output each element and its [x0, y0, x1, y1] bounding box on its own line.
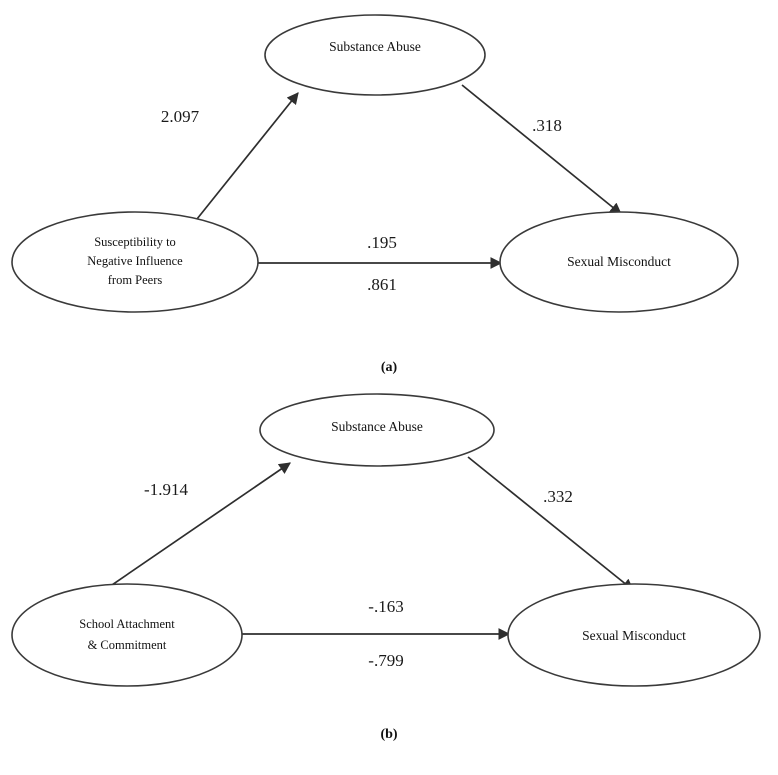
node-label-sexual-misconduct: Sexual Misconduct [582, 628, 686, 643]
node-label-substance-abuse: Substance Abuse [331, 419, 423, 434]
node-label-line2: & Commitment [88, 638, 167, 652]
node-ellipse [507, 583, 761, 687]
node-label-substance-abuse: Substance Abuse [329, 39, 421, 54]
node-label-line1: School Attachment [79, 617, 175, 631]
node-ellipse [11, 211, 259, 313]
node-ellipse [259, 393, 495, 467]
panel-caption-a: (a) [380, 360, 398, 375]
path-diagram-panel-b: Substance Abuse School Attachment & Comm… [11, 393, 761, 687]
node-ellipse [11, 583, 243, 687]
edge-label-direct-above: .195 [367, 233, 397, 252]
edge-label-predictor-to-mediator: -1.914 [144, 480, 188, 499]
node-substance-abuse-a[interactable]: Substance Abuse [264, 14, 486, 96]
node-susceptibility-peers-a[interactable]: Susceptibility to Negative Influence fro… [11, 211, 259, 313]
node-ellipse [264, 14, 486, 96]
edge-predictor-to-mediator [89, 462, 291, 601]
node-label-line3: from Peers [108, 273, 163, 287]
edge-label-direct-below: .861 [367, 275, 397, 294]
path-diagram-panel-a: Substance Abuse Susceptibility to Negati… [11, 14, 739, 313]
node-substance-abuse-b[interactable]: Substance Abuse [259, 393, 495, 467]
node-sexual-misconduct-a[interactable]: Sexual Misconduct [499, 211, 739, 313]
edge-label-mediator-to-outcome: .318 [532, 116, 562, 135]
node-label-line2: Negative Influence [87, 254, 183, 268]
node-ellipse [499, 211, 739, 313]
edge-label-mediator-to-outcome: .332 [543, 487, 573, 506]
panel-caption-b: (b) [380, 727, 398, 742]
node-label-line1: Susceptibility to [94, 235, 176, 249]
edge-label-direct-below: -.799 [368, 651, 403, 670]
node-sexual-misconduct-b[interactable]: Sexual Misconduct [507, 583, 761, 687]
edge-label-predictor-to-mediator: 2.097 [161, 107, 200, 126]
edge-label-direct-above: -.163 [368, 597, 403, 616]
edge-predictor-to-mediator [196, 92, 299, 220]
node-school-attachment-b[interactable]: School Attachment & Commitment [11, 583, 243, 687]
edge-mediator-to-outcome [461, 84, 622, 215]
edge-mediator-to-outcome [467, 456, 634, 591]
node-label-sexual-misconduct: Sexual Misconduct [567, 254, 671, 269]
